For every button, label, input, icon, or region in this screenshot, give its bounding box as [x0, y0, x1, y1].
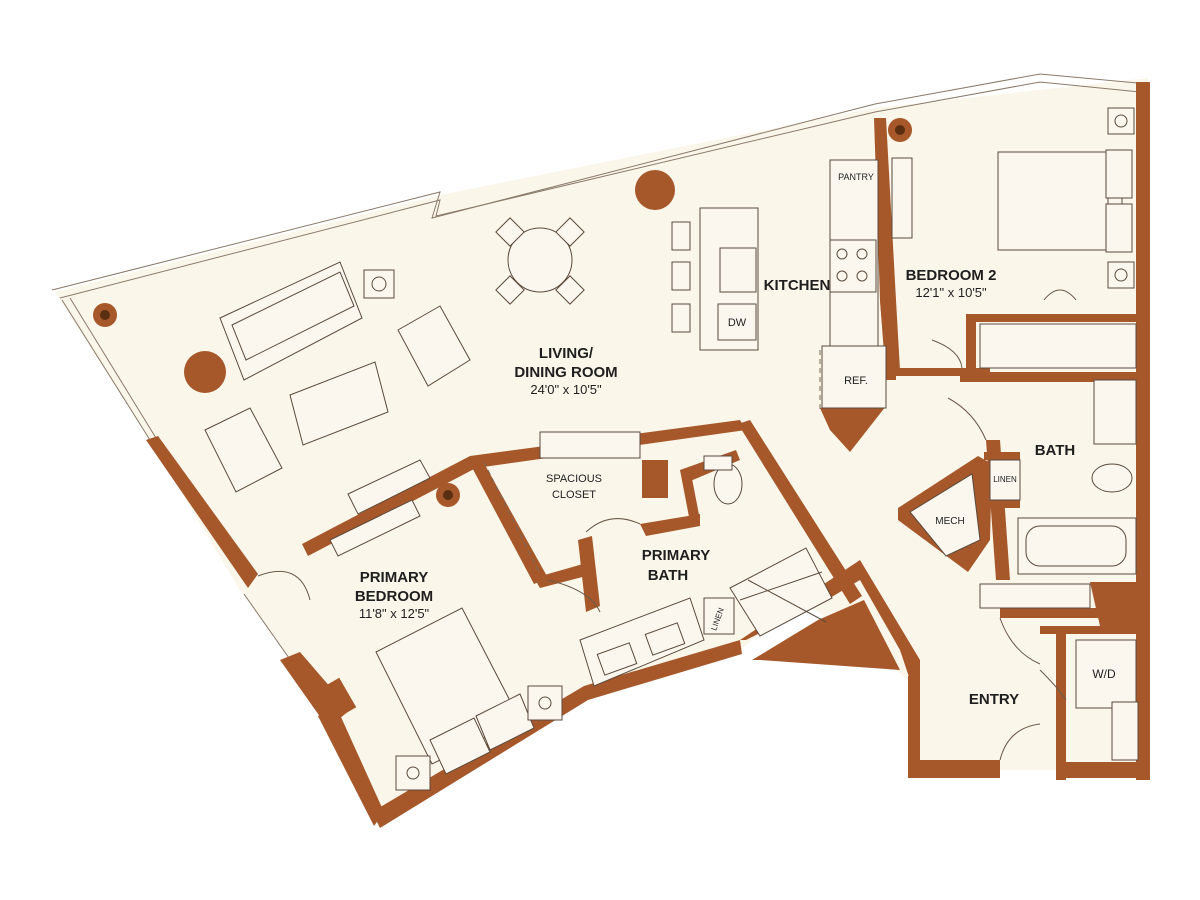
bedroom2-furniture [891, 107, 1137, 369]
shower-icon [729, 547, 833, 637]
door-swings [257, 289, 1077, 761]
primary-bath-label-line1: PRIMARY [642, 547, 711, 564]
sink-icon [1093, 379, 1137, 445]
toilet-icon [1091, 463, 1133, 493]
bath-label: BATH [1035, 442, 1076, 459]
room-labels: LIVING/ DINING ROOM 24'0" x 10'5" KITCHE… [355, 267, 1075, 708]
sink-icon [719, 247, 757, 293]
living-furniture [204, 217, 585, 515]
closet-label-line2: CLOSET [552, 489, 596, 501]
utility-boxes [909, 459, 1139, 761]
kitchen-label: KITCHEN [764, 277, 831, 294]
primary-bedroom-dims: 11'8" x 12'5" [359, 606, 430, 621]
bedroom2-dims: 12'1" x 10'5" [915, 285, 987, 300]
living-room-dims: 24'0" x 10'5" [530, 382, 602, 397]
dw-label: DW [728, 317, 747, 329]
mech-label: MECH [935, 516, 964, 527]
primary-bedroom-label-line2: BEDROOM [355, 588, 433, 605]
exterior-windows [51, 73, 1149, 811]
stove-icon [829, 239, 877, 293]
entry-label: ENTRY [969, 691, 1019, 708]
closet-fixtures [483, 431, 641, 575]
primary-bath-label-line2: BATH [648, 567, 689, 584]
living-room-label-line1: LIVING/ [539, 345, 594, 362]
bathtub-icon [1017, 517, 1137, 575]
bedroom2-label: BEDROOM 2 [906, 267, 997, 284]
wd-label: W/D [1092, 667, 1116, 681]
primary-bedroom-label-line1: PRIMARY [360, 569, 429, 586]
linen-bath-label: LINEN [993, 475, 1017, 484]
pantry-label: PANTRY [838, 172, 874, 182]
kitchen-fixtures [671, 159, 887, 410]
round-side-table-top [635, 170, 675, 210]
closet-label-line1: SPACIOUS [546, 473, 602, 485]
primary-bedroom-furniture [329, 499, 563, 791]
primary-bath-fixtures [579, 455, 833, 687]
ref-label: REF. [844, 375, 868, 387]
round-side-table-left [184, 351, 226, 393]
living-room-label-line2: DINING ROOM [514, 364, 617, 381]
bath-fixtures [1017, 379, 1137, 575]
plant-icon [93, 118, 912, 507]
